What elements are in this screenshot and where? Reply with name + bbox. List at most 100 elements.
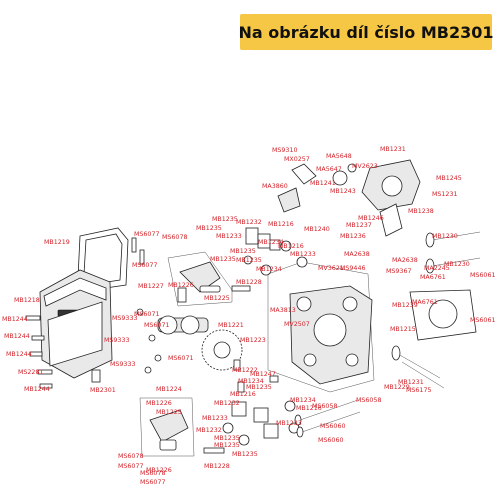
label-l1: MS9310: [272, 147, 297, 154]
label-l19: MB1216: [268, 221, 294, 228]
label-l20: MB1240: [304, 226, 330, 233]
label-l94: MB1228: [204, 463, 230, 470]
label-l71: MB1234: [238, 378, 264, 385]
banner-title: Na obrázku díl číslo MB2301: [238, 22, 494, 42]
intake-manifold: [332, 159, 421, 237]
valve-springs-lower: [222, 400, 300, 446]
label-l43: MB1227: [138, 283, 164, 290]
dowel-pins: [233, 359, 279, 393]
label-l78: MB1232: [214, 400, 240, 407]
part-number-banner: Na obrázku díl číslo MB2301: [238, 14, 494, 50]
label-l47: MB1239: [392, 302, 418, 309]
label-l15: MB1235: [212, 216, 238, 223]
label-l39: MS9367: [386, 268, 411, 275]
label-l83: MB1233: [202, 415, 228, 422]
label-l93: MS6077: [118, 463, 143, 470]
label-l55: MS6071: [134, 311, 159, 318]
label-l97: MS6077: [140, 479, 165, 486]
valves: [391, 231, 481, 389]
label-l51: MS9333: [112, 315, 137, 322]
small-pins: [91, 237, 162, 383]
label-l9: MB1243: [330, 188, 356, 195]
injector-seal: [291, 163, 317, 185]
label-l84: MB1216: [296, 405, 322, 412]
label-l76: MB1225: [156, 409, 182, 416]
rocker-arm-group-lower: [139, 397, 195, 457]
label-l5: MV2623: [352, 163, 378, 170]
label-l31: MS6077: [132, 262, 157, 269]
label-l29: MB1235: [230, 248, 256, 255]
label-l92: MS6078: [118, 453, 143, 460]
label-l22: MS6077: [134, 231, 159, 238]
valve-cover: [39, 269, 113, 379]
label-l50: MB1244: [2, 316, 28, 323]
label-l18: MB1233: [216, 233, 242, 240]
part-labels: MS9310 MX0257 MA5648 MA5647 MV2623 MB123…: [2, 146, 495, 486]
rocker-arm-group-upper: [167, 251, 233, 307]
label-l63: MS2281: [18, 369, 43, 376]
label-l81: MS6058: [312, 403, 337, 410]
label-l26: MB1234: [258, 239, 284, 246]
cover-bolts: [25, 315, 53, 389]
label-l52: MA3813: [270, 307, 296, 314]
cam-sprocket: [201, 329, 243, 371]
label-l34: MB1234: [256, 266, 282, 273]
label-l23: MS6078: [162, 234, 187, 241]
label-l8: MB1241: [310, 180, 336, 187]
label-l32: MB1235: [210, 256, 236, 263]
label-l87: MS6060: [320, 423, 345, 430]
label-l14: MB1237: [346, 222, 372, 229]
label-l89: MB1235: [214, 435, 240, 442]
label-l27: MB1216: [278, 243, 304, 250]
label-l62: MB1223: [240, 337, 266, 344]
label-l91: MB1235: [232, 451, 258, 458]
label-l28: MB1233: [290, 251, 316, 258]
label-l48: MA6761: [420, 274, 446, 281]
label-l4: MA5647: [316, 166, 342, 173]
sensor-bracket: [277, 187, 301, 213]
label-l2: MX0257: [284, 156, 310, 163]
label-l86: MB1232: [196, 427, 222, 434]
label-l7: MB1245: [436, 175, 462, 182]
label-l45: MB1225: [204, 295, 230, 302]
label-l96: MS6078: [140, 470, 165, 477]
valve-springs-upper: [243, 227, 308, 276]
label-l69: MB2301: [90, 387, 116, 394]
label-l70: MB1224: [156, 386, 182, 393]
rocker-shaft-upper: [231, 285, 251, 292]
label-l25: MB1236: [340, 233, 366, 240]
label-l73: MB1231: [398, 379, 424, 386]
label-l80: MB1234: [290, 397, 316, 404]
label-l54: MB1221: [218, 322, 244, 329]
label-l42: MB1218: [14, 297, 40, 304]
label-l65: MS9333: [110, 361, 135, 368]
label-l53: MB1215: [390, 326, 416, 333]
label-l41: MS6061: [470, 272, 495, 279]
label-l46: MB1228: [236, 279, 262, 286]
label-l6: MB1231: [380, 146, 406, 153]
label-l56: MB1244: [4, 333, 30, 340]
cylinder-head: [267, 261, 375, 393]
label-l3: MA5648: [326, 153, 352, 160]
label-l74: MS6175: [406, 387, 431, 394]
label-l24: MB1230: [432, 233, 458, 240]
label-l11: MA3860: [262, 183, 288, 190]
label-l66: MB1222: [232, 367, 258, 374]
label-l30: MA2638: [344, 251, 370, 258]
label-l49: MA6761: [412, 299, 438, 306]
label-l38: MS9446: [340, 265, 365, 272]
label-l61: MS9333: [104, 337, 129, 344]
rocker-shaft-lower: [203, 447, 225, 454]
label-l36: MB1230: [444, 261, 470, 268]
head-gasket: [409, 289, 477, 341]
label-l17: MB1235: [196, 225, 222, 232]
label-l21: MB1219: [44, 239, 70, 246]
label-l77: MB1235: [246, 384, 272, 391]
label-l79: MB1216: [230, 391, 256, 398]
label-l12: MB1238: [408, 208, 434, 215]
label-l95: MB1226: [146, 467, 172, 474]
label-l13: MB1246: [358, 215, 384, 222]
label-l57: MS6071: [144, 322, 169, 329]
label-l82: MS6058: [356, 397, 381, 404]
